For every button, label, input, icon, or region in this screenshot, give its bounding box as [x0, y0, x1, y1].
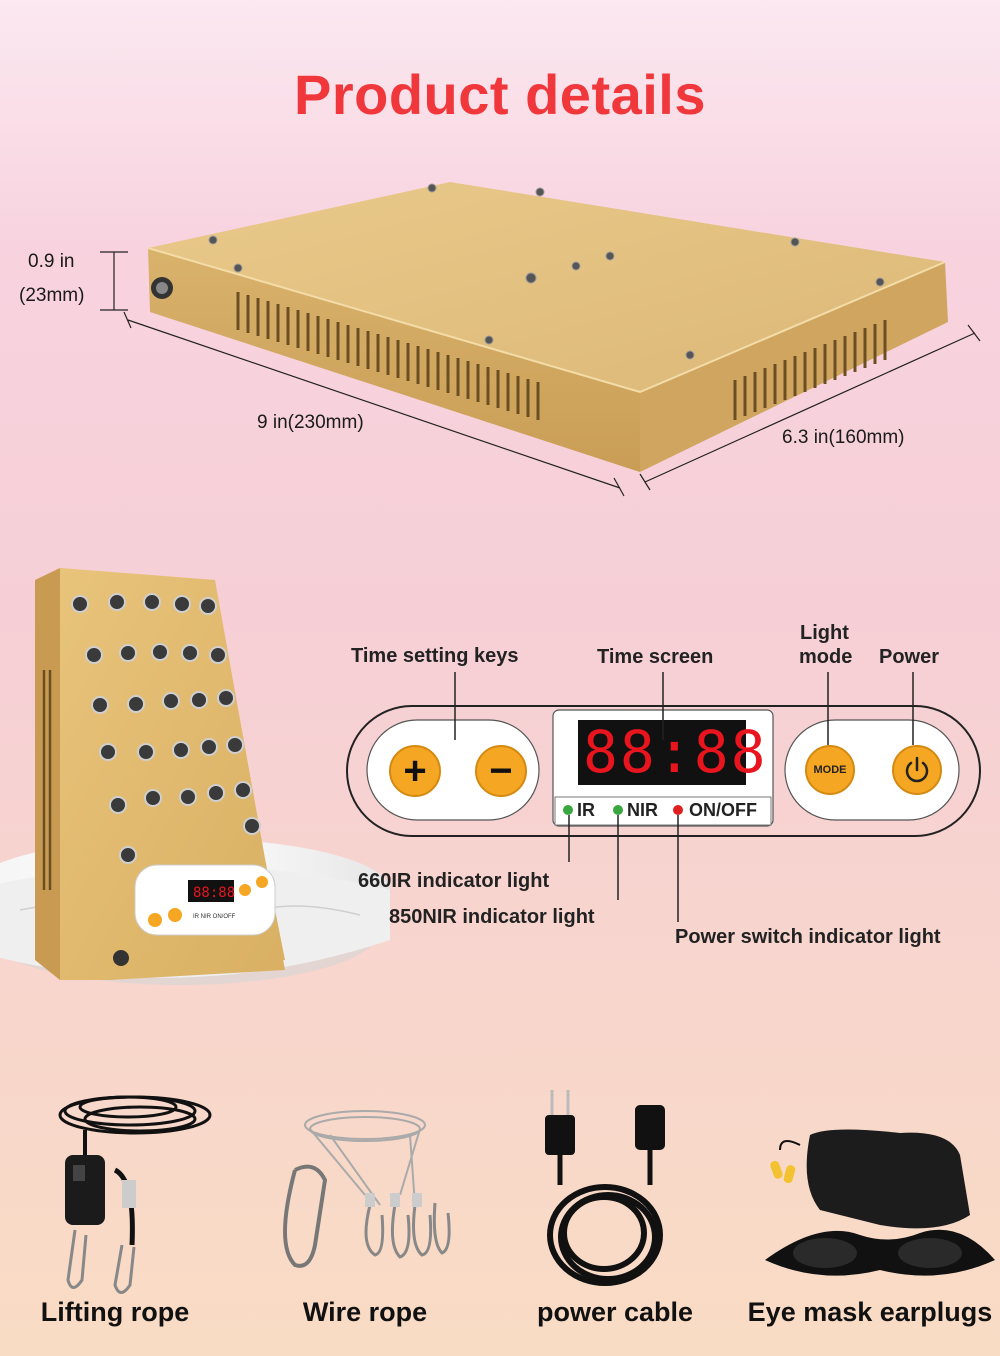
- power-switch-indicator-label: Power switch indicator light: [675, 926, 941, 948]
- height-mm-label: (23mm): [19, 285, 85, 306]
- svg-text:88:88: 88:88: [193, 885, 235, 901]
- mode-button[interactable]: MODE: [805, 745, 855, 795]
- power-label: Power: [879, 646, 940, 668]
- accessory-label-wire-rope: Wire rope: [302, 1297, 428, 1327]
- width-label: 6.3 in(160mm): [782, 427, 905, 448]
- height-inches-label: 0.9 in: [28, 251, 75, 272]
- callout-lines: [454, 672, 914, 922]
- time-setting-keys-label: Time setting keys: [351, 645, 519, 667]
- time-display: 88:88: [583, 718, 768, 786]
- accessory-label-eye-mask-earplugs: Eye mask earplugs: [747, 1297, 993, 1327]
- accessory-label-lifting-rope: Lifting rope: [40, 1297, 190, 1327]
- wire-rope-icon: [283, 1110, 451, 1268]
- power-button[interactable]: [892, 745, 942, 795]
- ir-indicator-label: IR: [577, 800, 595, 820]
- nir-indicator-label: NIR: [627, 800, 658, 820]
- device-standing-image: 88:88 IR NIR ON/OFF: [0, 568, 390, 985]
- svg-text:IR NIR ON/OFF: IR NIR ON/OFF: [193, 914, 236, 920]
- light-mode-label-line1: Light: [800, 622, 849, 644]
- ir-indicator-light-label: 660IR indicator light: [358, 870, 550, 892]
- lifting-rope-icon: [58, 1095, 212, 1294]
- eye-mask-icon: [765, 1129, 995, 1276]
- device-top-view: [100, 182, 981, 497]
- power-cable-icon: [545, 1090, 665, 1286]
- light-mode-label-line2: mode: [799, 646, 853, 668]
- time-screen-label: Time screen: [597, 646, 714, 668]
- length-label: 9 in(230mm): [257, 412, 364, 433]
- page-title: Product details: [293, 63, 707, 126]
- accessory-label-power-cable: power cable: [536, 1297, 694, 1327]
- nir-indicator-dot: [613, 805, 623, 815]
- onoff-indicator-label: ON/OFF: [689, 800, 757, 820]
- power-indicator-dot: [673, 805, 683, 815]
- ir-indicator-dot: [563, 805, 573, 815]
- minus-button[interactable]: −: [475, 745, 527, 797]
- power-icon: [905, 756, 929, 783]
- nir-indicator-light-label: 850NIR indicator light: [389, 906, 595, 928]
- plus-button[interactable]: +: [389, 745, 441, 797]
